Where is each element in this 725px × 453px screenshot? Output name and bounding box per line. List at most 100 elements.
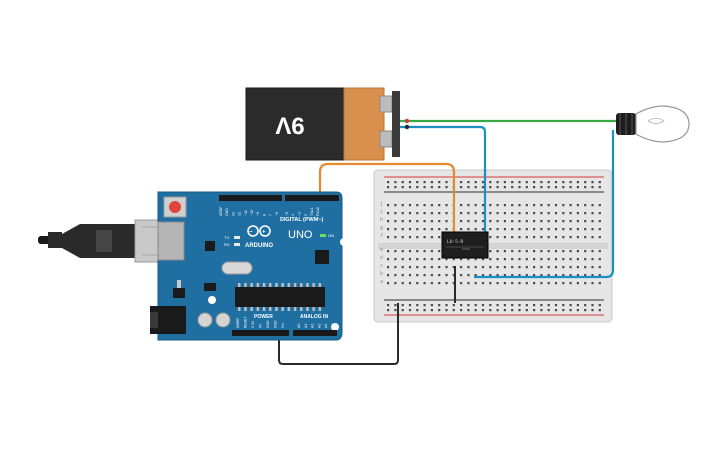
breadboard-hole[interactable] <box>474 304 477 307</box>
breadboard-hole[interactable] <box>554 186 558 189</box>
breadboard-hole[interactable] <box>496 181 499 184</box>
breadboard-hole[interactable] <box>591 309 594 312</box>
breadboard-hole[interactable] <box>569 282 572 285</box>
breadboard-hole[interactable] <box>489 204 492 207</box>
breadboard-hole[interactable] <box>467 186 470 189</box>
breadboard-hole[interactable] <box>503 236 506 239</box>
breadboard-hole[interactable] <box>430 228 433 231</box>
breadboard-hole[interactable] <box>547 282 550 285</box>
breadboard-hole[interactable] <box>503 181 506 184</box>
breadboard-hole[interactable] <box>438 304 441 307</box>
breadboard-hole[interactable] <box>562 274 565 277</box>
breadboard-hole[interactable] <box>387 204 390 207</box>
breadboard-hole[interactable] <box>598 274 601 277</box>
breadboard-hole[interactable] <box>540 181 543 184</box>
breadboard-hole[interactable] <box>540 274 543 277</box>
breadboard-hole[interactable] <box>467 266 470 269</box>
breadboard-hole[interactable] <box>518 228 521 231</box>
breadboard-hole[interactable] <box>511 236 514 239</box>
breadboard-hole[interactable] <box>518 266 521 269</box>
breadboard-hole[interactable] <box>430 212 433 215</box>
breadboard-hole[interactable] <box>401 309 404 312</box>
breadboard-hole[interactable] <box>496 228 499 231</box>
breadboard-hole[interactable] <box>569 274 572 277</box>
breadboard-hole[interactable] <box>416 258 419 261</box>
breadboard-hole[interactable] <box>547 228 550 231</box>
breadboard-hole[interactable] <box>489 282 492 285</box>
breadboard-hole[interactable] <box>518 282 521 285</box>
breadboard-hole[interactable] <box>503 274 506 277</box>
breadboard-hole[interactable] <box>540 309 543 312</box>
analog-header[interactable] <box>293 330 337 336</box>
breadboard-hole[interactable] <box>467 212 470 215</box>
breadboard-hole[interactable] <box>554 250 558 253</box>
breadboard-hole[interactable] <box>554 266 558 269</box>
breadboard-hole[interactable] <box>445 266 448 269</box>
breadboard-hole[interactable] <box>481 181 485 184</box>
breadboard-hole[interactable] <box>408 304 412 307</box>
breadboard-hole[interactable] <box>503 204 506 207</box>
breadboard-hole[interactable] <box>525 220 528 223</box>
breadboard-hole[interactable] <box>540 282 543 285</box>
breadboard-hole[interactable] <box>416 274 419 277</box>
breadboard-hole[interactable] <box>533 181 536 184</box>
breadboard-hole[interactable] <box>467 282 470 285</box>
breadboard-hole[interactable] <box>569 309 572 312</box>
breadboard-hole[interactable] <box>445 212 448 215</box>
breadboard-hole[interactable] <box>569 220 572 223</box>
breadboard-hole[interactable] <box>562 304 565 307</box>
breadboard-hole[interactable] <box>474 266 477 269</box>
breadboard-hole[interactable] <box>481 220 485 223</box>
breadboard-hole[interactable] <box>591 282 594 285</box>
breadboard-hole[interactable] <box>554 236 558 239</box>
breadboard-hole[interactable] <box>591 304 594 307</box>
breadboard-hole[interactable] <box>481 258 485 261</box>
breadboard-hole[interactable] <box>554 309 558 312</box>
breadboard-hole[interactable] <box>394 266 397 269</box>
breadboard-hole[interactable] <box>525 266 528 269</box>
breadboard-hole[interactable] <box>562 250 565 253</box>
breadboard-hole[interactable] <box>423 186 426 189</box>
digital-header-right[interactable] <box>285 195 339 201</box>
breadboard-hole[interactable] <box>503 228 506 231</box>
breadboard-hole[interactable] <box>460 304 463 307</box>
breadboard-hole[interactable] <box>387 220 390 223</box>
light-bulb[interactable] <box>616 105 690 143</box>
breadboard-hole[interactable] <box>481 228 485 231</box>
breadboard-hole[interactable] <box>401 250 404 253</box>
breadboard-hole[interactable] <box>452 309 455 312</box>
breadboard-hole[interactable] <box>584 309 587 312</box>
breadboard-hole[interactable] <box>452 274 455 277</box>
breadboard-hole[interactable] <box>467 204 470 207</box>
breadboard-hole[interactable] <box>394 220 397 223</box>
breadboard-hole[interactable] <box>387 236 390 239</box>
breadboard-hole[interactable] <box>401 181 404 184</box>
breadboard-hole[interactable] <box>445 186 448 189</box>
breadboard-hole[interactable] <box>598 204 601 207</box>
breadboard-hole[interactable] <box>598 228 601 231</box>
breadboard-hole[interactable] <box>489 220 492 223</box>
breadboard-hole[interactable] <box>584 212 587 215</box>
breadboard-hole[interactable] <box>387 258 390 261</box>
breadboard-hole[interactable] <box>445 258 448 261</box>
breadboard-hole[interactable] <box>525 304 528 307</box>
breadboard-hole[interactable] <box>591 212 594 215</box>
breadboard-hole[interactable] <box>584 186 587 189</box>
breadboard-hole[interactable] <box>401 220 404 223</box>
breadboard-hole[interactable] <box>576 181 579 184</box>
breadboard-hole[interactable] <box>598 236 601 239</box>
breadboard-hole[interactable] <box>408 266 412 269</box>
breadboard-hole[interactable] <box>496 266 499 269</box>
breadboard-hole[interactable] <box>401 212 404 215</box>
breadboard-hole[interactable] <box>474 186 477 189</box>
breadboard-hole[interactable] <box>438 266 441 269</box>
breadboard-hole[interactable] <box>511 220 514 223</box>
breadboard-hole[interactable] <box>481 204 485 207</box>
breadboard-hole[interactable] <box>576 228 579 231</box>
breadboard-hole[interactable] <box>533 309 536 312</box>
breadboard-hole[interactable] <box>416 204 419 207</box>
breadboard-hole[interactable] <box>591 236 594 239</box>
breadboard-hole[interactable] <box>533 212 536 215</box>
breadboard-hole[interactable] <box>569 228 572 231</box>
breadboard-hole[interactable] <box>460 220 463 223</box>
